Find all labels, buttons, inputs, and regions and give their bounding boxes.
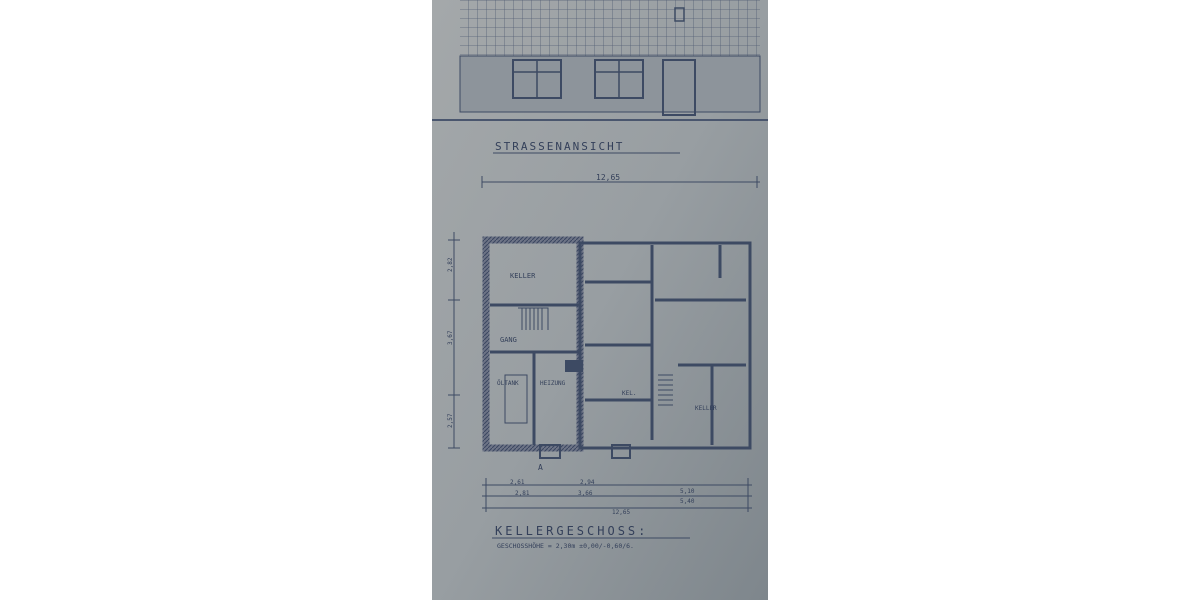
- left-dimension: 2,82: [447, 257, 454, 272]
- bottom-dimension: 2,94: [580, 479, 595, 486]
- bottom-dimension: 5,40: [680, 498, 695, 505]
- street-elevation: [432, 0, 768, 121]
- bottom-dimension: 3,66: [578, 490, 593, 497]
- room-label-keller: KELLER: [510, 272, 536, 280]
- plan-title: KELLERGESCHOSS:: [495, 524, 648, 538]
- section-marker: A: [538, 463, 543, 472]
- door: [662, 59, 696, 116]
- bottom-total-dimension: 12,65: [612, 509, 630, 516]
- bottom-dimension: 5,10: [680, 488, 695, 495]
- bottom-dimension: 2,61: [510, 479, 525, 486]
- overall-width-dimension: 12,65: [596, 173, 620, 182]
- bottom-dimension: 2,81: [515, 490, 530, 497]
- left-dimension: 3,67: [447, 330, 454, 345]
- elevation-title: STRASSENANSICHT: [495, 140, 624, 153]
- room-label-kel: KEL.: [622, 390, 636, 397]
- left-dimension: 2,57: [447, 413, 454, 428]
- basement-floor-plan: [448, 232, 752, 459]
- plan-subtitle: GESCHOSSHÖHE = 2,30m ±0,00/-0,60/6.: [497, 541, 634, 550]
- room-label-keller-2: KELLER: [695, 405, 717, 412]
- room-label-heizung: HEIZUNG: [540, 380, 566, 387]
- room-label-oeltank: ÖLTANK: [497, 380, 519, 387]
- room-label-gang: GANG: [500, 336, 517, 344]
